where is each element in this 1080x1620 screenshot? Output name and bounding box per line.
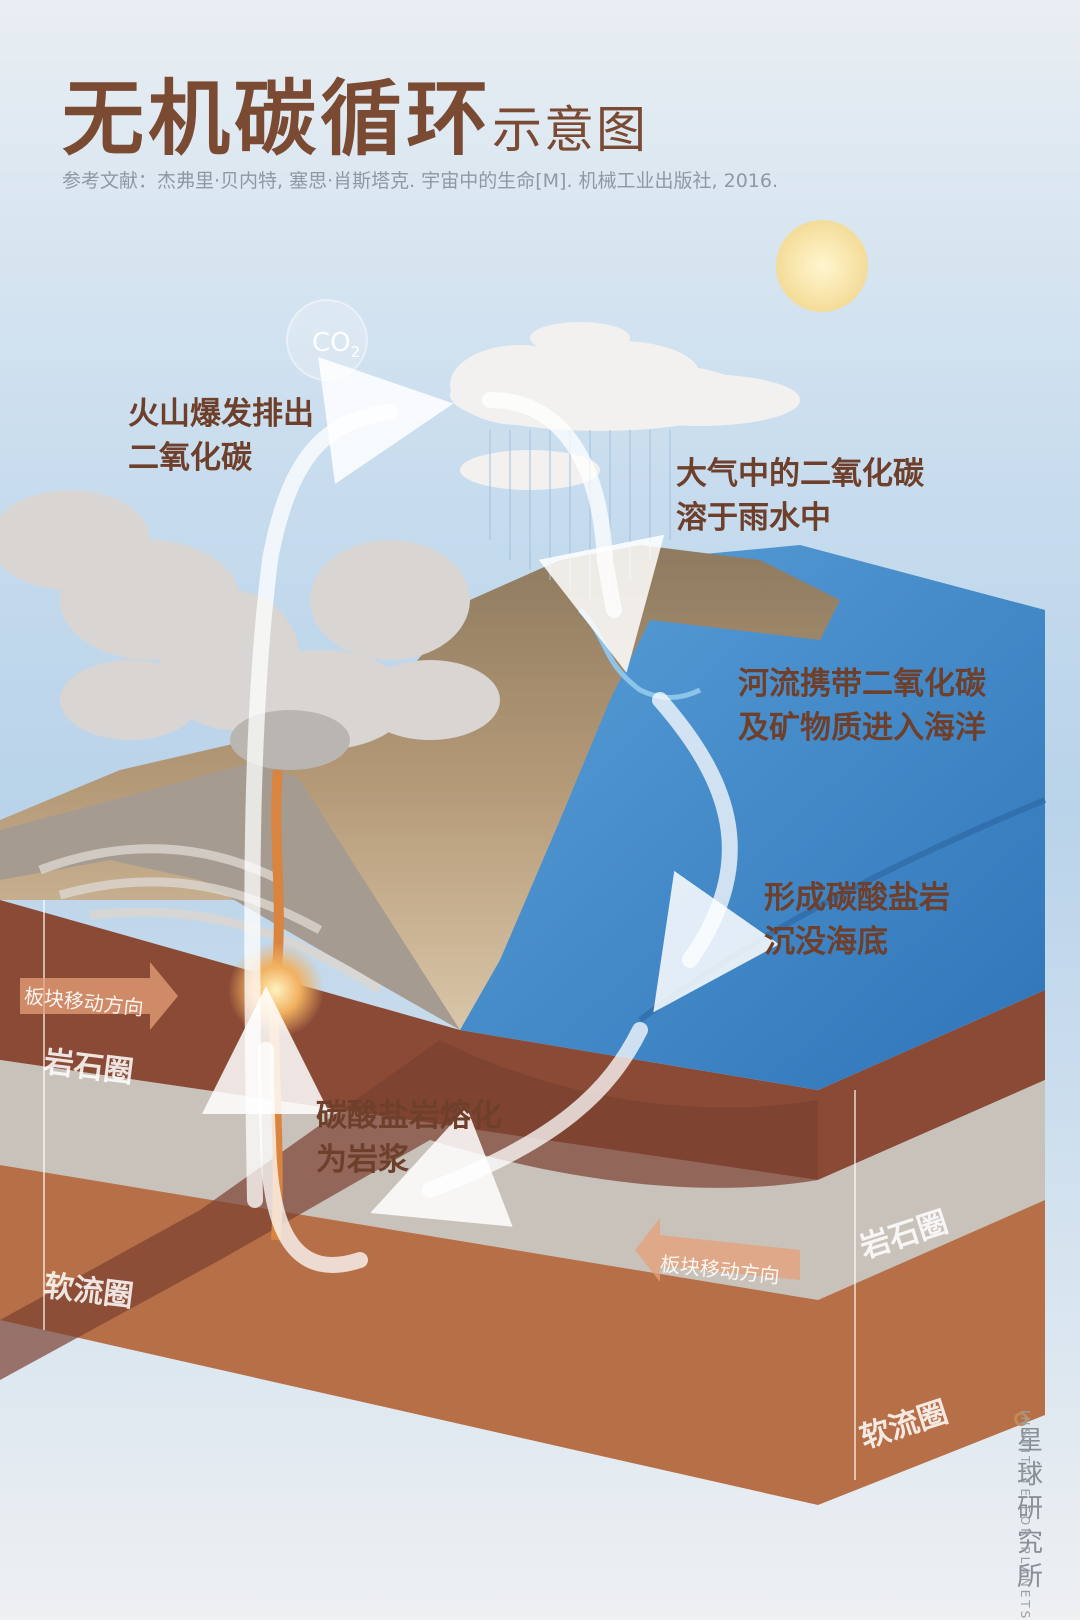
cycle-arrows [202, 357, 780, 1273]
left-plate-arrow [20, 962, 178, 1030]
label-rain: 大气中的二氧化碳溶于雨水中 [676, 456, 924, 536]
label-melt: 碳酸盐岩熔化为岩浆 [316, 1098, 502, 1178]
brand-name-en: INSTITUTE FOR PLANETS [1018, 1410, 1032, 1620]
sun-icon [776, 220, 868, 312]
cloud-main [450, 341, 800, 431]
cloud-small [530, 322, 630, 354]
brand-name: 星球研究所 [1016, 1426, 1043, 1592]
right-plate-arrow [635, 1218, 800, 1282]
label-river: 河流携带二氧化碳及矿物质进入海洋 [738, 666, 986, 746]
label-carbonate: 形成碳酸盐岩沉没海底 [764, 880, 950, 960]
right-block-face [818, 990, 1045, 1505]
co2-label: CO2 [312, 328, 361, 362]
reference-citation: 参考文献：杰弗里·贝内特, 塞思·肖斯塔克. 宇宙中的生命[M]. 机械工业出版… [62, 170, 779, 192]
title-main: 无机碳循环 [62, 71, 493, 167]
label-volcano: 火山爆发排出二氧化碳 [128, 396, 314, 476]
brand-logo-icon [1014, 1412, 1028, 1426]
title-sub: 示意图 [492, 101, 649, 159]
title: 无机碳循环示意图 [62, 52, 648, 171]
